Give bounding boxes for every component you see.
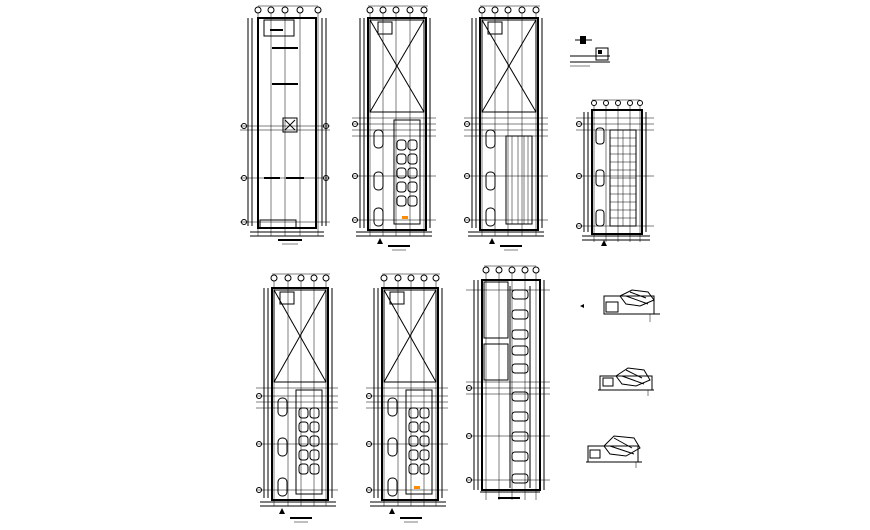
floor-plan-3 bbox=[464, 5, 548, 251]
floor-plan-7 bbox=[466, 265, 550, 500]
section-detail-3 bbox=[586, 435, 642, 468]
floor-plan-1 bbox=[240, 5, 330, 245]
floor-plan-4 bbox=[576, 99, 654, 246]
floor-plan-5 bbox=[256, 273, 338, 523]
key-detail bbox=[570, 36, 610, 67]
floor-plan-6 bbox=[366, 273, 448, 523]
floor-plan-2 bbox=[352, 5, 436, 251]
section-detail-1 bbox=[580, 289, 660, 322]
section-detail-2 bbox=[598, 367, 654, 396]
